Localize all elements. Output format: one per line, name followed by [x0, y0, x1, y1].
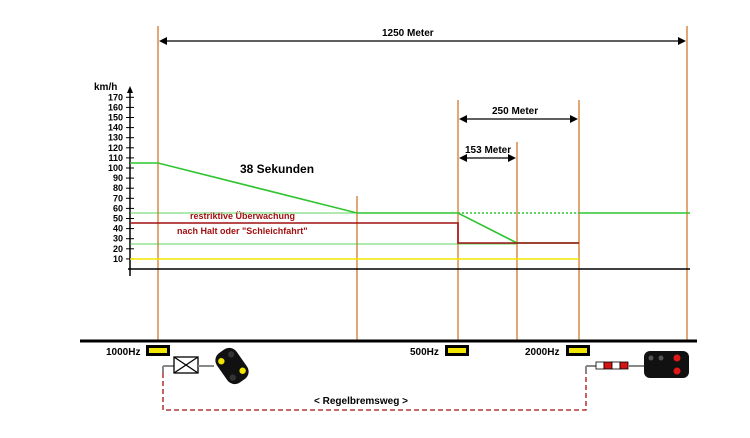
y-tick-label: 170: [108, 92, 123, 102]
y-tick-label: 110: [108, 153, 123, 163]
y-tick-label: 90: [113, 173, 123, 183]
y-tick-label: 140: [108, 123, 123, 133]
magnet-1000hz-label: 1000Hz: [106, 347, 140, 358]
y-tick-label: 50: [113, 214, 123, 224]
y-tick-label: 80: [113, 183, 123, 193]
main-signal: [585, 351, 689, 378]
seconds-label: 38 Sekunden: [240, 162, 314, 176]
main-signal-head: [644, 351, 689, 378]
after-stop-label: nach Halt oder "Schleichfahrt": [177, 226, 308, 236]
y-tick-label: 70: [113, 193, 123, 203]
y-tick-label: 120: [108, 143, 123, 153]
y-axis: km/h 10203040506070809010011012013014015…: [94, 82, 134, 276]
dimension-153m-label: 153 Meter: [465, 145, 511, 156]
signal-mast-bar: [595, 361, 629, 370]
braking-distance-line: [162, 373, 587, 411]
distant-signal: [162, 347, 249, 385]
magnet-2000hz: 2000Hz: [525, 345, 590, 358]
braking-distance-label: < Regelbremsweg >: [314, 396, 408, 407]
y-tick-label: 130: [108, 133, 123, 143]
y-tick-label: 30: [113, 234, 123, 244]
y-tick-label: 150: [108, 113, 123, 123]
y-tick-label: 20: [113, 244, 123, 254]
reference-lines: [157, 26, 688, 340]
y-axis-unit: km/h: [94, 82, 117, 93]
y-tick-label: 10: [113, 254, 123, 264]
dimension-250m-label: 250 Meter: [492, 106, 538, 117]
magnet-1000hz: 1000Hz: [106, 345, 170, 358]
y-tick-label: 60: [113, 203, 123, 213]
magnet-500hz: 500Hz: [410, 345, 469, 358]
y-tick-label: 40: [113, 224, 123, 234]
red-restrictive-curve: [130, 222, 579, 244]
dimension-250m: 250 Meter: [459, 106, 578, 123]
y-tick-label: 160: [108, 102, 123, 112]
y-tick-label: 100: [108, 163, 123, 173]
restrictive-label: restriktive Überwachung: [190, 211, 295, 221]
magnet-2000hz-label: 2000Hz: [525, 347, 559, 358]
dimension-1250m: 1250 Meter: [159, 28, 686, 45]
y-axis-ticks: 1020304050607080901001101201301401501601…: [108, 92, 134, 264]
dimension-1250m-label: 1250 Meter: [382, 28, 434, 39]
dimension-153m: 153 Meter: [459, 145, 516, 162]
magnet-500hz-label: 500Hz: [410, 347, 439, 358]
distant-signal-head: [215, 347, 249, 385]
